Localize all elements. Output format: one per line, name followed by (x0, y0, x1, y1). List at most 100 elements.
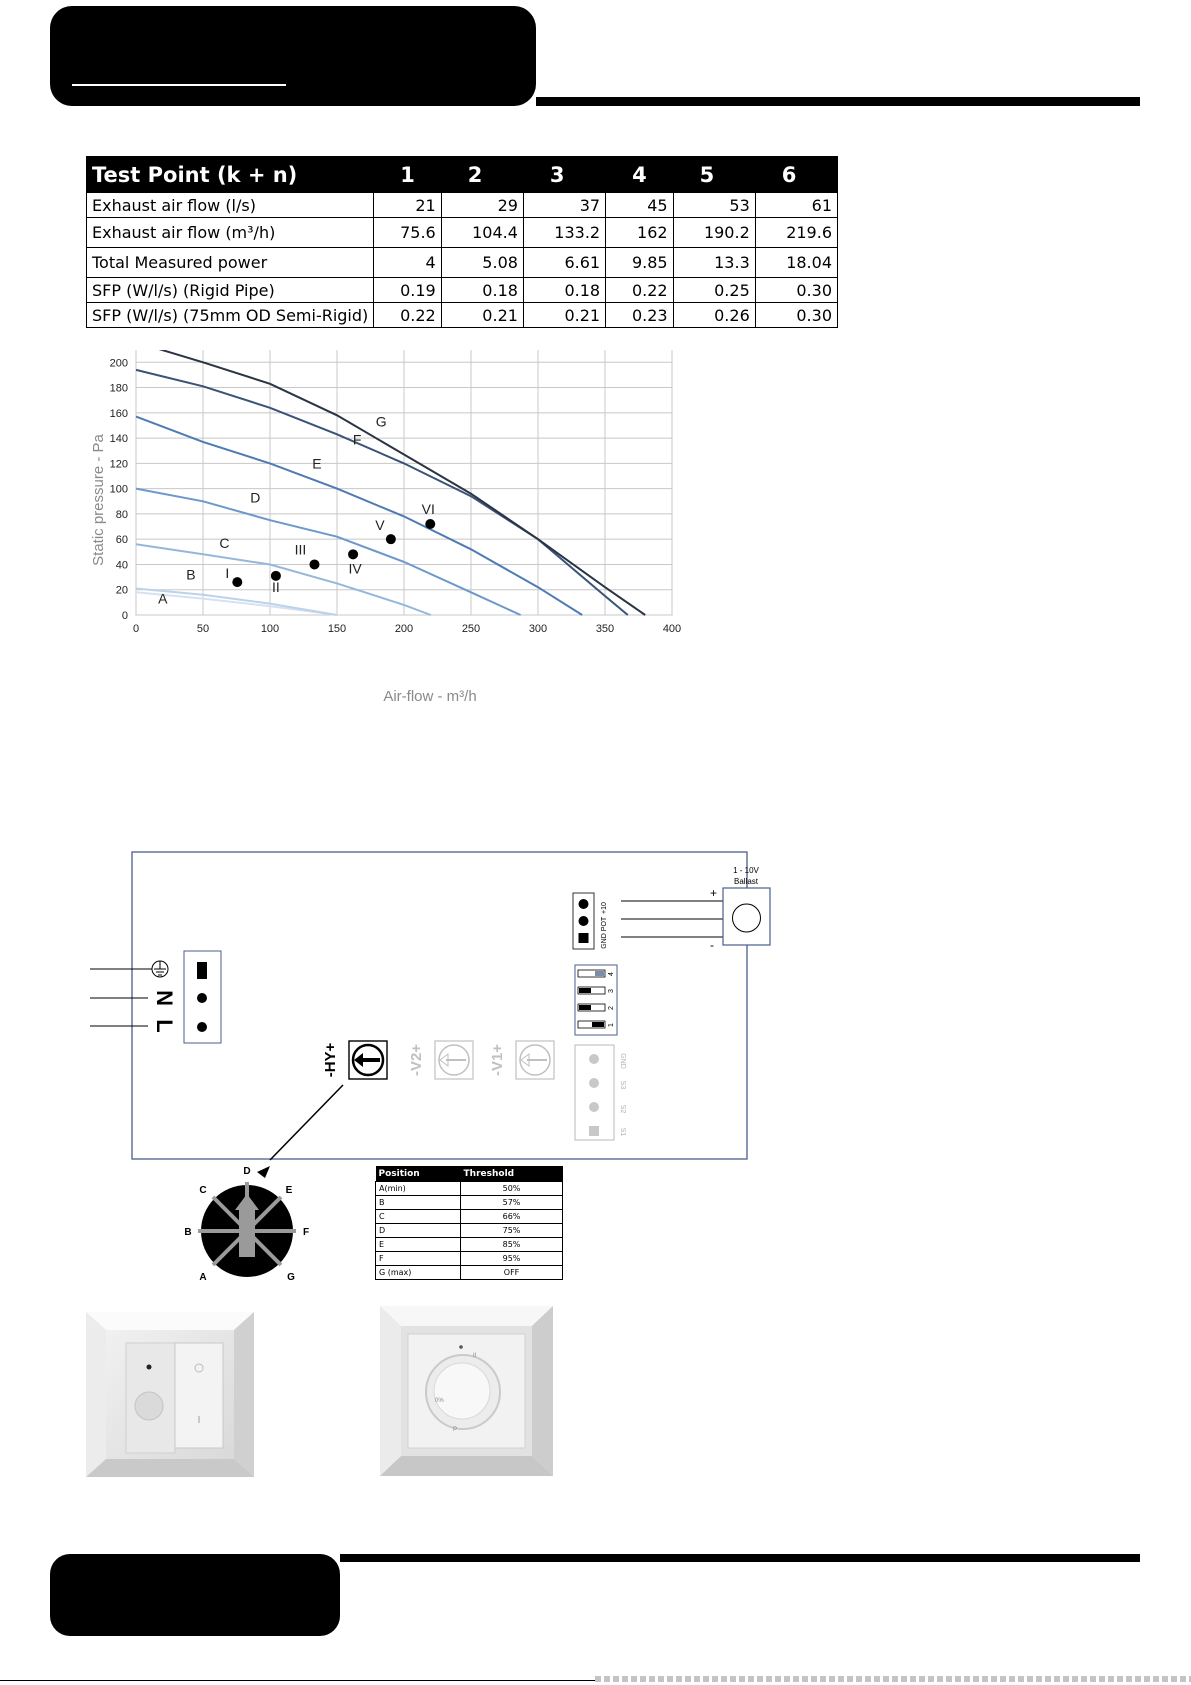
terminal-pin (197, 1022, 207, 1032)
curve-label: E (312, 455, 321, 471)
dial-letter: C (199, 1185, 206, 1196)
table-column-header: 1 (373, 156, 442, 193)
live-label: L (152, 1019, 177, 1032)
dial-pointer-icon (235, 1194, 259, 1210)
test-point-marker (232, 577, 243, 588)
table-cell: 0.25 (672, 277, 756, 303)
dial-mark: 0% (435, 1398, 444, 1404)
pin-label: S3 (619, 1081, 626, 1090)
y-tick-label: 160 (110, 408, 128, 420)
table-cell: 162 (605, 217, 674, 248)
connector-pin (589, 1102, 599, 1112)
test-point-label: I (225, 565, 229, 581)
table-cell: 6.61 (522, 247, 607, 278)
v2-potentiometer[interactable] (434, 1040, 474, 1080)
connector-pin (578, 933, 589, 943)
footer-base-line (0, 1680, 595, 1681)
y-tick-label: 40 (116, 559, 128, 571)
table-cell: 75.6 (373, 217, 442, 248)
v1-pot-label: -V1+ (489, 1044, 506, 1076)
table-cell: 21 (373, 192, 442, 218)
table-cell: 13.3 (672, 247, 756, 278)
row-label: SFP (W/l/s) (Rigid Pipe) (85, 277, 375, 303)
table-column-header: 4 (605, 156, 674, 193)
row-label: Total Measured power (85, 247, 375, 278)
ballast-label: 1 - 10V (733, 866, 759, 875)
table-cell: 0.21 (440, 302, 524, 328)
threshold-cell: 66% (460, 1209, 563, 1224)
table-cell: 104.4 (440, 217, 524, 248)
test-point-marker (309, 559, 320, 570)
curve-c (135, 543, 432, 616)
x-tick-label: 150 (328, 623, 346, 635)
table-column-header: 2 (440, 156, 524, 193)
table-cell: 219.6 (754, 217, 839, 248)
connector-pin (578, 899, 589, 909)
y-tick-label: 100 (110, 484, 128, 496)
table-cell: 0.22 (605, 277, 674, 303)
connector-pin (589, 1054, 599, 1064)
v1-potentiometer[interactable] (515, 1040, 555, 1080)
test-point-label: III (295, 541, 307, 557)
table-header-row: Test Point (k + n) 1 2 3 4 5 6 (85, 156, 839, 193)
header-underline (72, 84, 286, 86)
x-tick-label: 300 (529, 623, 547, 635)
y-tick-label: 60 (116, 534, 128, 546)
table-header-label: Test Point (k + n) (85, 156, 375, 193)
hy-pot-label: -HY+ (322, 1042, 339, 1077)
dial-mark: P (453, 1427, 457, 1433)
y-tick-label: 120 (110, 458, 128, 470)
connector-pin (578, 916, 589, 926)
curve-b (135, 587, 338, 616)
threshold-cell: OFF (460, 1265, 563, 1280)
x-axis-label: Air-flow - m³/h (383, 688, 476, 705)
hy-potentiometer[interactable] (348, 1040, 388, 1080)
curve-label: F (353, 431, 362, 447)
footer-tab (50, 1554, 340, 1636)
table-cell: 190.2 (672, 217, 756, 248)
test-point-marker (270, 570, 281, 581)
threshold-cell: 85% (460, 1237, 563, 1252)
pointer-arrow (269, 1084, 344, 1161)
curve-e (135, 415, 583, 616)
table-column-header: Position (375, 1166, 461, 1182)
test-point-label: IV (348, 560, 362, 576)
dial-letter: B (184, 1227, 191, 1238)
dip-number: 4 (608, 972, 615, 976)
table-column-header: 5 (672, 156, 756, 193)
dial-letter: D (243, 1166, 250, 1177)
y-tick-label: 140 (110, 433, 128, 445)
plus-label: + (710, 886, 717, 900)
table-row: SFP (W/l/s) (Rigid Pipe) 0.19 0.18 0.18 … (85, 277, 839, 303)
dial-letter: A (199, 1272, 206, 1283)
table-column-header: Threshold (460, 1166, 563, 1182)
table-cell: 4 (373, 247, 442, 278)
terminal-pin (197, 962, 207, 979)
position-cell: G (max) (374, 1265, 462, 1280)
pin-label: POT (601, 916, 608, 931)
arrow-head-icon (257, 1166, 270, 1178)
curve-d (135, 487, 522, 616)
y-tick-label: 200 (110, 357, 128, 369)
position-cell: F (374, 1251, 462, 1266)
table-row: SFP (W/l/s) (75mm OD Semi-Rigid) 0.22 0.… (85, 302, 839, 328)
row-label: Exhaust air flow (l/s) (85, 192, 375, 218)
table-cell: 5.08 (440, 247, 524, 278)
position-cell: A(min) (374, 1181, 462, 1196)
curve-label: A (158, 591, 168, 607)
row-label: SFP (W/l/s) (75mm OD Semi-Rigid) (85, 302, 375, 328)
table-cell: 61 (754, 192, 839, 218)
test-point-label: VI (422, 501, 435, 517)
position-cell: B (374, 1195, 462, 1210)
table-column-header: 3 (522, 156, 607, 193)
table-column-header: 6 (754, 156, 839, 193)
table-cell: 133.2 (522, 217, 607, 248)
dial-knob[interactable] (239, 1207, 255, 1257)
